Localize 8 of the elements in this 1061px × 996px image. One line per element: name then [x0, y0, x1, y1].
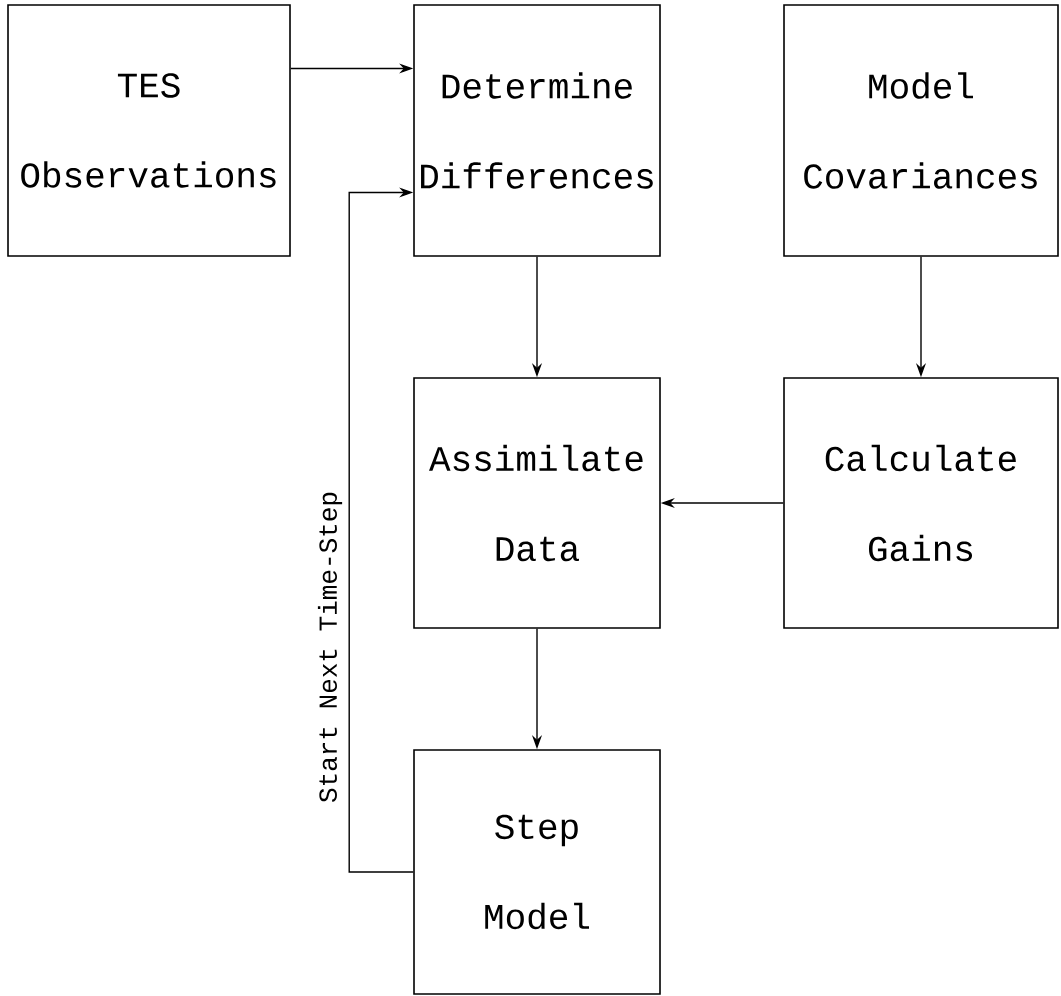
- arrow: [348, 187, 414, 873]
- process-box: TES Observations: [7, 4, 291, 257]
- process-box: Calculate Gains: [783, 377, 1059, 629]
- process-box: Model Covariances: [783, 4, 1059, 257]
- process-box: Assimilate Data: [413, 377, 661, 629]
- process-box: Step Model: [413, 749, 661, 995]
- process-box: Determine Differences: [413, 4, 661, 257]
- edge-label: Start Next Time-Step: [315, 488, 345, 805]
